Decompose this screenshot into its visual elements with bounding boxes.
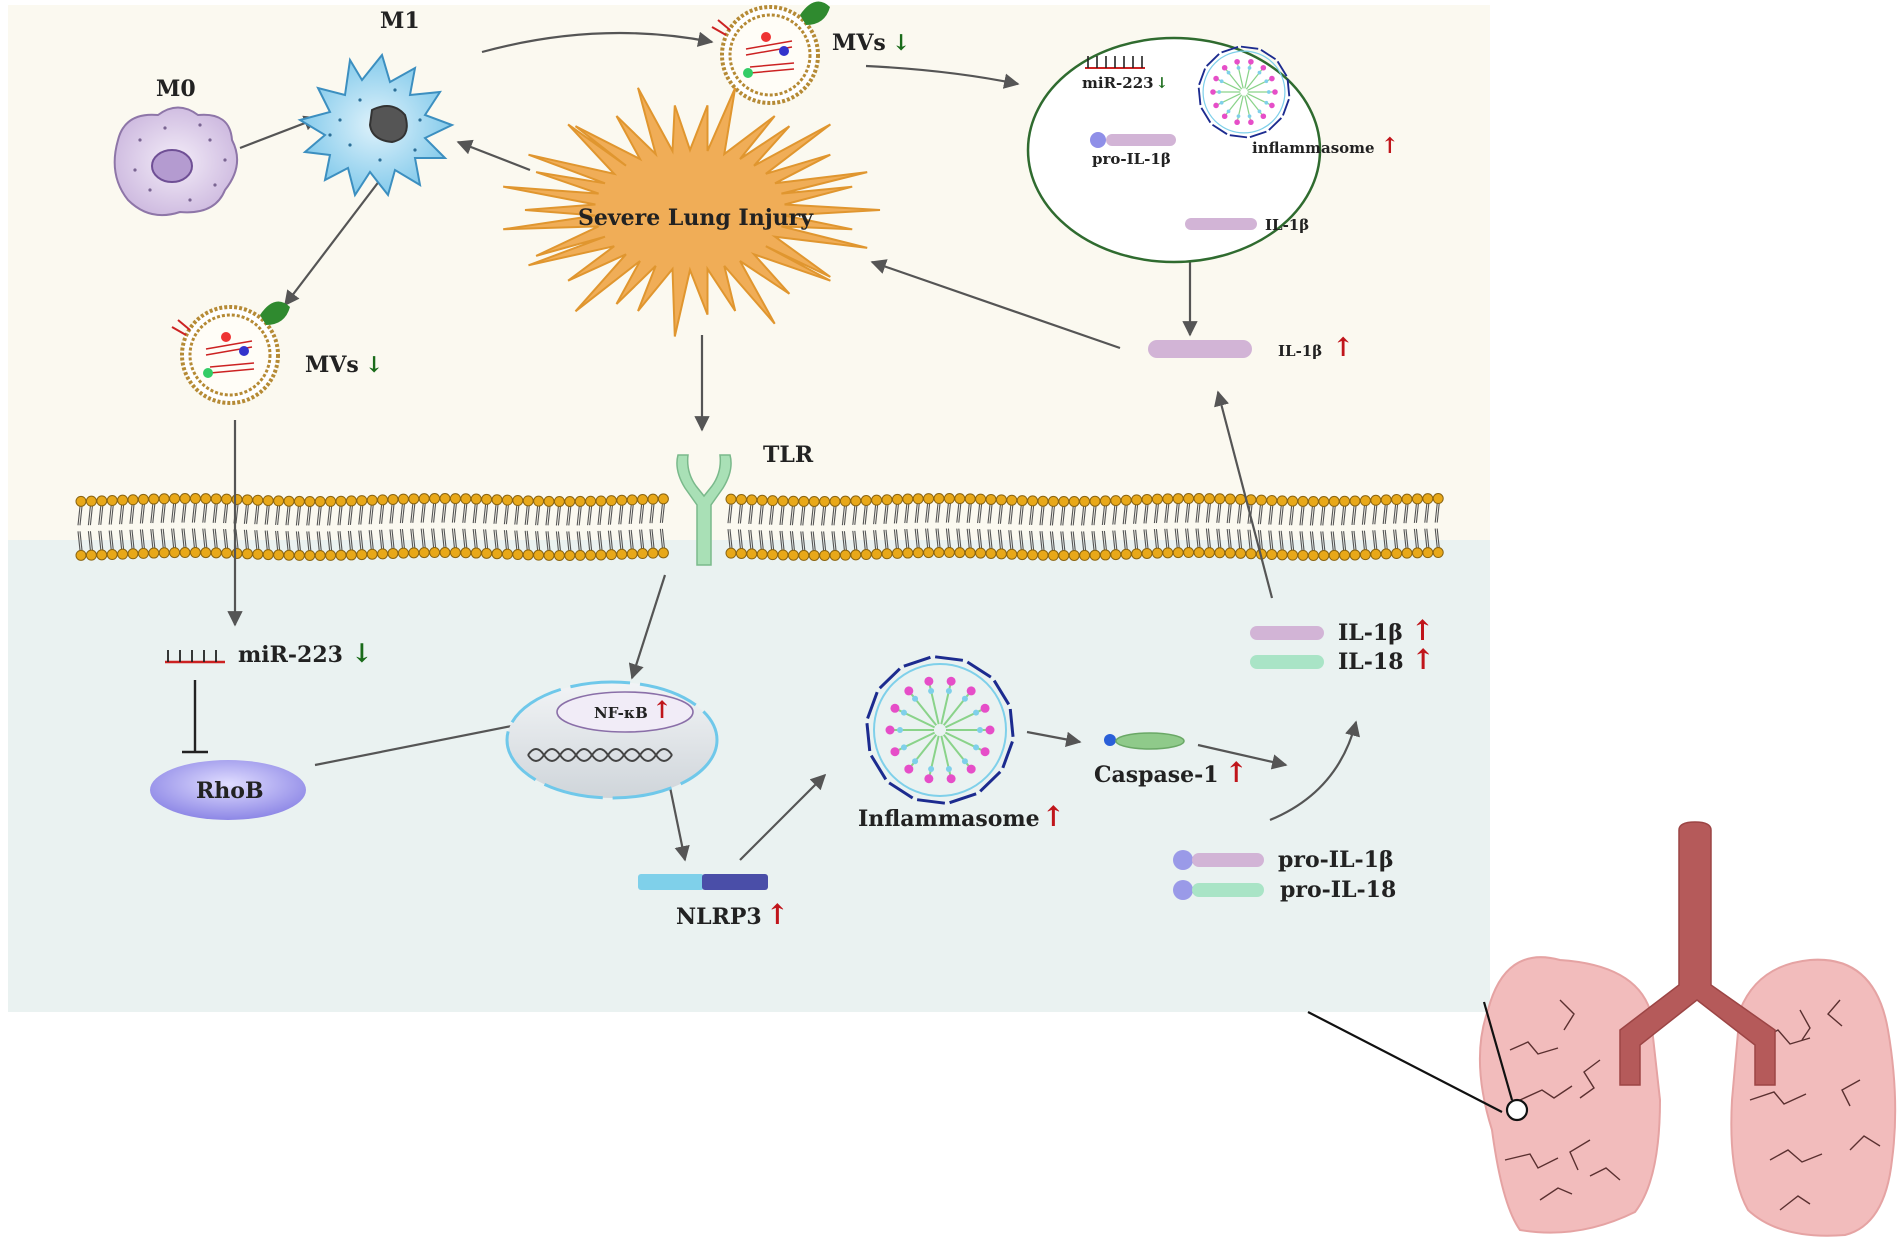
mirna-icon	[1085, 56, 1145, 69]
microvesicle-icon	[711, 1, 830, 105]
inflammasome-inset	[1026, 36, 1322, 264]
pro-il18-label: pro-IL-18	[1280, 877, 1396, 903]
tlr-label: TLR	[763, 442, 814, 468]
nlrp3-label: NLRP3↑	[676, 898, 789, 931]
il1b-inset-bar	[1185, 218, 1257, 230]
pro-il1b-icon	[1173, 850, 1264, 870]
inflammasome-icon	[1197, 45, 1291, 139]
nlrp3-icon	[638, 874, 768, 890]
pro-il1b-inset-icon	[1090, 132, 1176, 148]
caspase1-icon	[1104, 732, 1185, 750]
nfkb-label: NF-κB↑	[594, 695, 672, 724]
microvesicle-icon	[171, 301, 290, 405]
macrophage-m0-icon	[113, 106, 239, 216]
injury-starburst	[503, 87, 881, 337]
inflammasome-label: Inflammasome↑	[858, 800, 1065, 833]
rhob-label: RhoB	[196, 778, 264, 804]
il1b-out-label: IL-1β↑	[1338, 614, 1434, 647]
il1b-out-bar	[1250, 626, 1324, 640]
macrophage-m1-icon	[297, 52, 455, 198]
m0-label: M0	[156, 76, 196, 102]
mirna-icon	[165, 650, 225, 664]
tlr-receptor-icon	[676, 454, 732, 566]
inflammasome-inset-label: inflammasome↑	[1252, 133, 1399, 159]
rhob-icon	[150, 760, 306, 820]
il18-out-label: IL-18↑	[1338, 643, 1435, 676]
injury-label: Severe Lung Injury	[578, 205, 814, 231]
nucleus-icon	[505, 680, 719, 800]
lung-icon	[1478, 821, 1897, 1237]
pro-il1b-label: pro-IL-1β	[1278, 847, 1394, 873]
mir223-inset-label: miR-223↓	[1082, 74, 1168, 92]
mvs-left-label: MVs↓	[305, 352, 383, 378]
il1b-secreted-label: IL-1β↑	[1278, 333, 1354, 363]
pro-il1b-inset-label: pro-IL-1β	[1092, 150, 1171, 168]
il1b-secreted-bar	[1148, 340, 1252, 358]
il1b-inset-label: IL-1β	[1265, 216, 1309, 234]
lipid-bilayer	[75, 493, 1444, 561]
zoom-callout	[1307, 1001, 1529, 1122]
inflammasome-icon	[865, 655, 1015, 805]
caspase1-label: Caspase-1↑	[1094, 756, 1248, 789]
mir223-label: miR-223↓	[238, 639, 373, 669]
il18-out-bar	[1250, 655, 1324, 669]
pro-il18-icon	[1173, 880, 1264, 900]
m1-label: M1	[380, 8, 420, 34]
mvs-top-label: MVs↓	[832, 30, 910, 56]
